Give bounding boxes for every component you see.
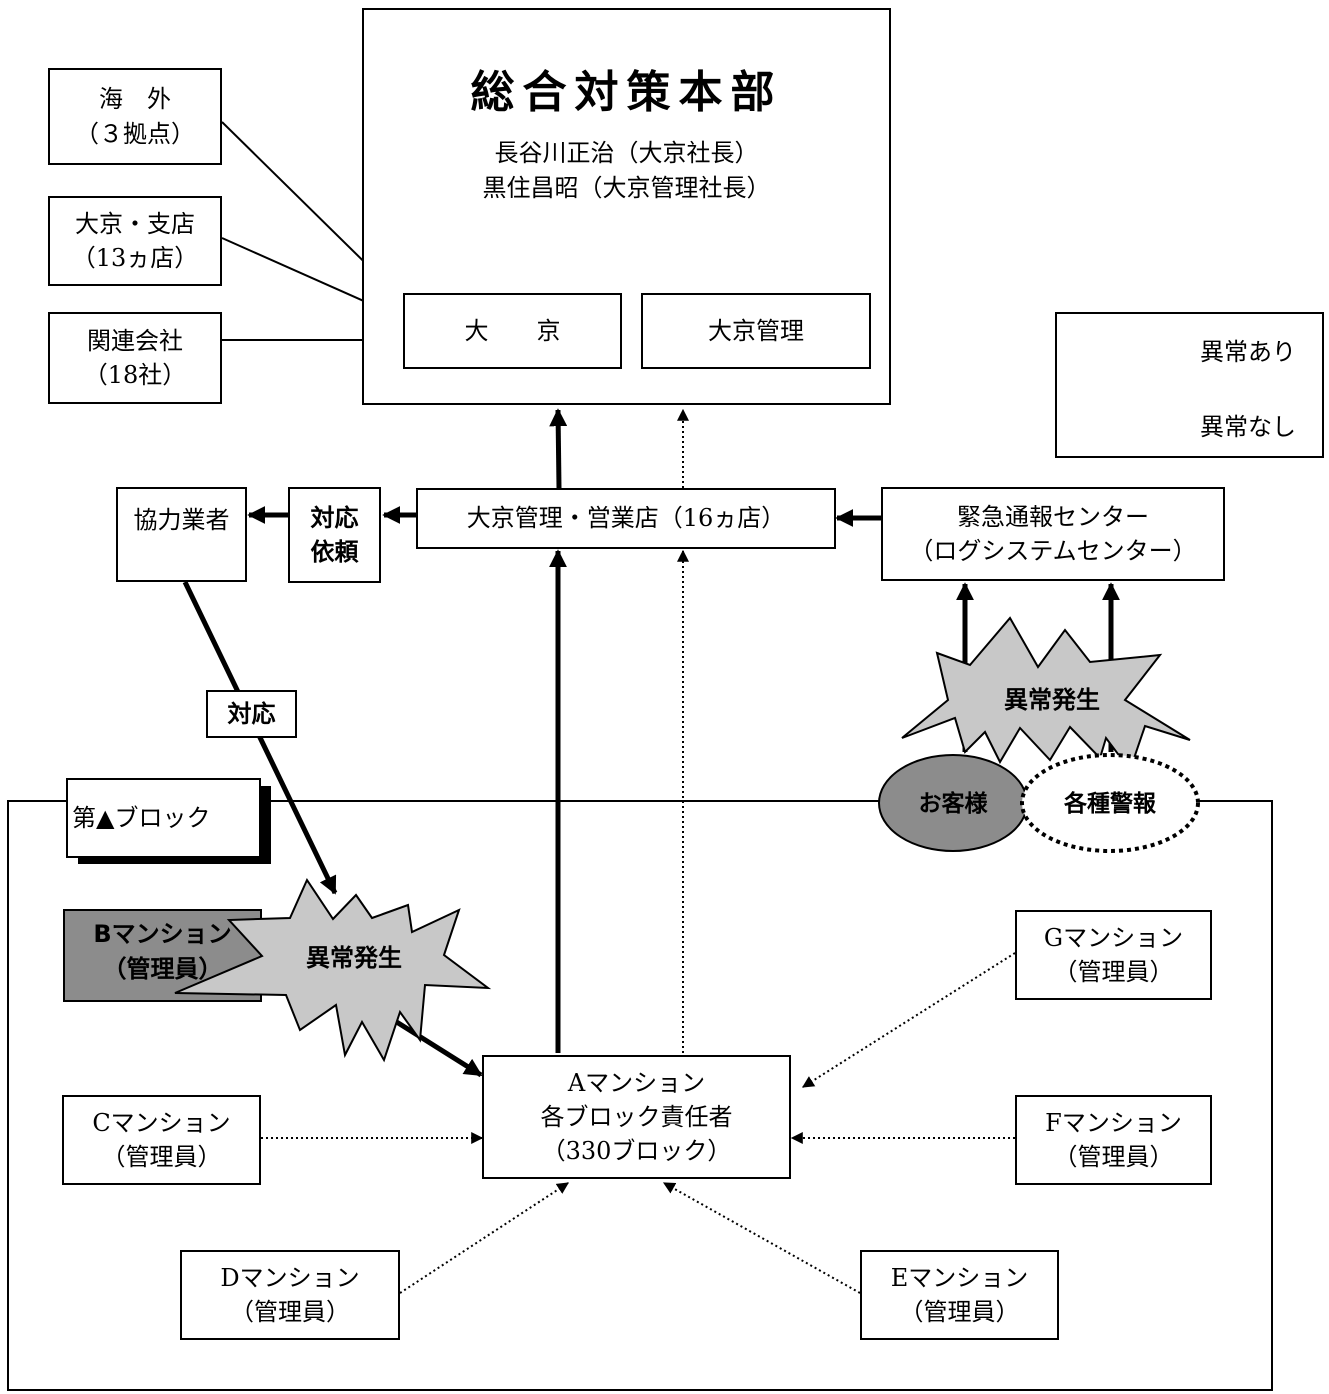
incident-burst-block <box>174 877 492 1063</box>
incident-top-label: 異常発生 <box>1004 686 1100 714</box>
mansion-c-box: Cマンション （管理員） <box>62 1095 261 1185</box>
mansion-g-role: （管理員） <box>1053 958 1174 986</box>
mansion-c-role: （管理員） <box>101 1143 222 1171</box>
block-incident-label: 異常発生 <box>306 944 402 972</box>
overseas-box: 海 外 （３拠点） <box>48 68 222 165</box>
arrow-e-to-a <box>662 1182 861 1294</box>
mansion-a-box: Aマンション 各ブロック責任者 （330ブロック） <box>482 1055 791 1179</box>
mansion-e-title: Eマンション <box>890 1263 1029 1292</box>
hq-title: 総合対策本部 <box>470 67 783 118</box>
hq-person-2: 黒住昌昭（大京管理社長） <box>482 173 771 202</box>
emergency-center-title: 緊急通報センター <box>957 502 1149 531</box>
mansion-f-box: Fマンション （管理員） <box>1015 1095 1212 1185</box>
mansion-d-role: （管理員） <box>230 1298 350 1326</box>
partner-box: 協力業者 <box>116 487 247 582</box>
affiliates-box: 関連会社 （18社） <box>48 312 222 404</box>
hq-unit-daikyo: 大 京 <box>403 293 622 369</box>
legend-abnormal-label: 異常あり <box>1200 338 1296 366</box>
arrow-g-to-a <box>801 952 1016 1088</box>
mansion-d-title: Dマンション <box>220 1263 360 1292</box>
request-line-2: 依頼 <box>310 538 359 566</box>
partner-label: 協力業者 <box>133 506 230 534</box>
alarm-ellipse <box>1020 753 1200 853</box>
response-label: 対応 <box>227 699 276 728</box>
mansion-b-role: （管理員） <box>102 955 223 983</box>
legend-box <box>1055 312 1324 458</box>
affiliates-count: （18社） <box>83 361 187 389</box>
sales-office-box: 大京管理・営業店（16ヵ店） <box>416 488 836 549</box>
incident-burst-top <box>901 616 1191 773</box>
mansion-f-role: （管理員） <box>1053 1143 1174 1171</box>
response-label-box: 対応 <box>206 690 297 738</box>
request-box: 対応 依頼 <box>288 487 381 583</box>
overseas-count: （３拠点） <box>75 119 195 148</box>
hq-unit-daikyo-label: 大 京 <box>464 316 561 345</box>
overseas-title: 海 外 <box>99 85 171 114</box>
alarms-label: 各種警報 <box>1064 791 1156 817</box>
arrow-sales-to-hq <box>549 408 568 489</box>
mansion-f-title: Fマンション <box>1045 1108 1182 1137</box>
mansion-d-box: Dマンション （管理員） <box>180 1250 400 1340</box>
block-label-box: 第▲ブロック <box>66 778 261 858</box>
block-label: 第▲ブロック <box>72 803 211 832</box>
mansion-e-role: （管理員） <box>899 1298 1020 1326</box>
mansion-c-title: Cマンション <box>92 1108 231 1137</box>
mansion-a-title: Aマンション <box>567 1068 706 1097</box>
block-frame <box>7 800 1273 1391</box>
legend-normal-label: 異常なし <box>1200 413 1296 441</box>
emergency-center-subtitle: （ログシステムセンター） <box>909 537 1197 565</box>
emergency-center-box: 緊急通報センター （ログシステムセンター） <box>881 487 1225 581</box>
mansion-g-title: Gマンション <box>1043 923 1184 952</box>
mansion-b-title: Bマンション <box>93 920 232 948</box>
hq-person-1: 長谷川正治（大京社長） <box>494 139 759 168</box>
mansion-a-count: （330ブロック） <box>541 1137 732 1166</box>
branches-count: （13ヵ店） <box>71 244 199 272</box>
mansion-g-box: Gマンション （管理員） <box>1015 910 1212 1000</box>
arrow-d-to-a <box>399 1182 570 1294</box>
mansion-e-box: Eマンション （管理員） <box>860 1250 1059 1340</box>
affiliates-title: 関連会社 <box>87 326 183 355</box>
branches-title: 大京・支店 <box>75 209 195 238</box>
hq-unit-kanri: 大京管理 <box>641 293 871 369</box>
request-line-1: 対応 <box>310 503 359 532</box>
mansion-a-role: 各ブロック責任者 <box>540 1102 733 1131</box>
branches-box: 大京・支店 （13ヵ店） <box>48 196 222 286</box>
sales-office-label: 大京管理・営業店（16ヵ店） <box>466 504 786 533</box>
customer-label: お客様 <box>918 791 988 817</box>
hq-unit-kanri-label: 大京管理 <box>708 316 804 345</box>
